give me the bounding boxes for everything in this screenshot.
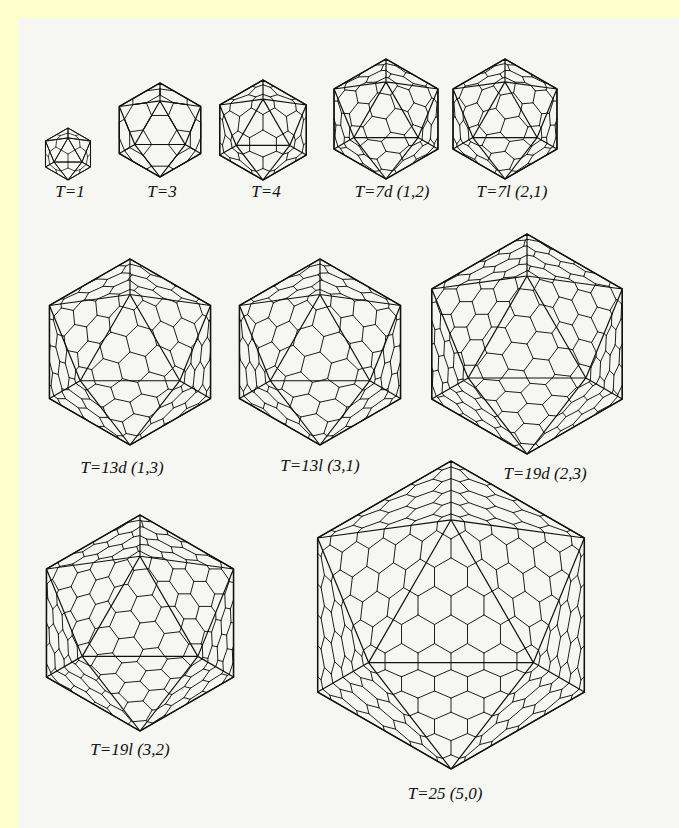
capsid-outline — [334, 59, 438, 179]
capsid-icosahedron — [239, 259, 400, 445]
icosahedron-edges — [239, 259, 400, 445]
scanned-page — [18, 18, 679, 828]
capsid-outline — [239, 259, 400, 445]
triangulation-label: T=7d (1,2) — [355, 182, 430, 202]
triangulation-label: T=13d (1,3) — [80, 458, 163, 478]
capsid-outline — [46, 515, 233, 731]
capsid-outline — [49, 259, 210, 445]
capsid-icosahedron — [220, 80, 307, 180]
icosahedron-edges — [453, 59, 557, 179]
capsid-outline — [45, 128, 90, 180]
capsid-icosahedron — [45, 128, 90, 180]
capsid-icosahedron — [46, 515, 233, 731]
triangulation-label: T=19d (2,3) — [503, 464, 586, 484]
capsid-outline — [453, 59, 557, 179]
triangulation-label: T=19l (3,2) — [90, 740, 169, 760]
capsid-icosahedron — [432, 234, 623, 454]
capsid-icosahedron — [318, 461, 585, 769]
capsid-outline — [318, 461, 585, 769]
icosahedron-edges — [119, 83, 200, 177]
triangulation-label: T=25 (5,0) — [408, 784, 483, 804]
icosahedron-edges — [318, 461, 585, 769]
triangulation-label: T=4 — [251, 182, 280, 202]
capsid-icosahedron — [119, 83, 200, 177]
capsid-outline — [119, 83, 200, 177]
capsid-figures — [45, 59, 622, 769]
triangulation-label: T=13l (3,1) — [280, 456, 359, 476]
capsid-icosahedron — [49, 259, 210, 445]
triangulation-label: T=7l (2,1) — [477, 182, 548, 202]
triangulation-label: T=3 — [147, 182, 176, 202]
icosahedron-edges — [432, 234, 623, 454]
capsomer-lattice — [45, 133, 90, 174]
icosahedron-edges — [334, 59, 438, 179]
triangulation-label: T=1 — [55, 182, 84, 202]
capsid-outline — [220, 80, 307, 180]
icosahedron-edges — [46, 515, 233, 731]
icosahedron-edges — [220, 80, 307, 180]
capsid-icosahedron — [334, 59, 438, 179]
capsid-outline — [432, 234, 623, 454]
icosahedron-edges — [45, 128, 90, 180]
capsid-icosahedron — [453, 59, 557, 179]
icosahedron-edges — [49, 259, 210, 445]
